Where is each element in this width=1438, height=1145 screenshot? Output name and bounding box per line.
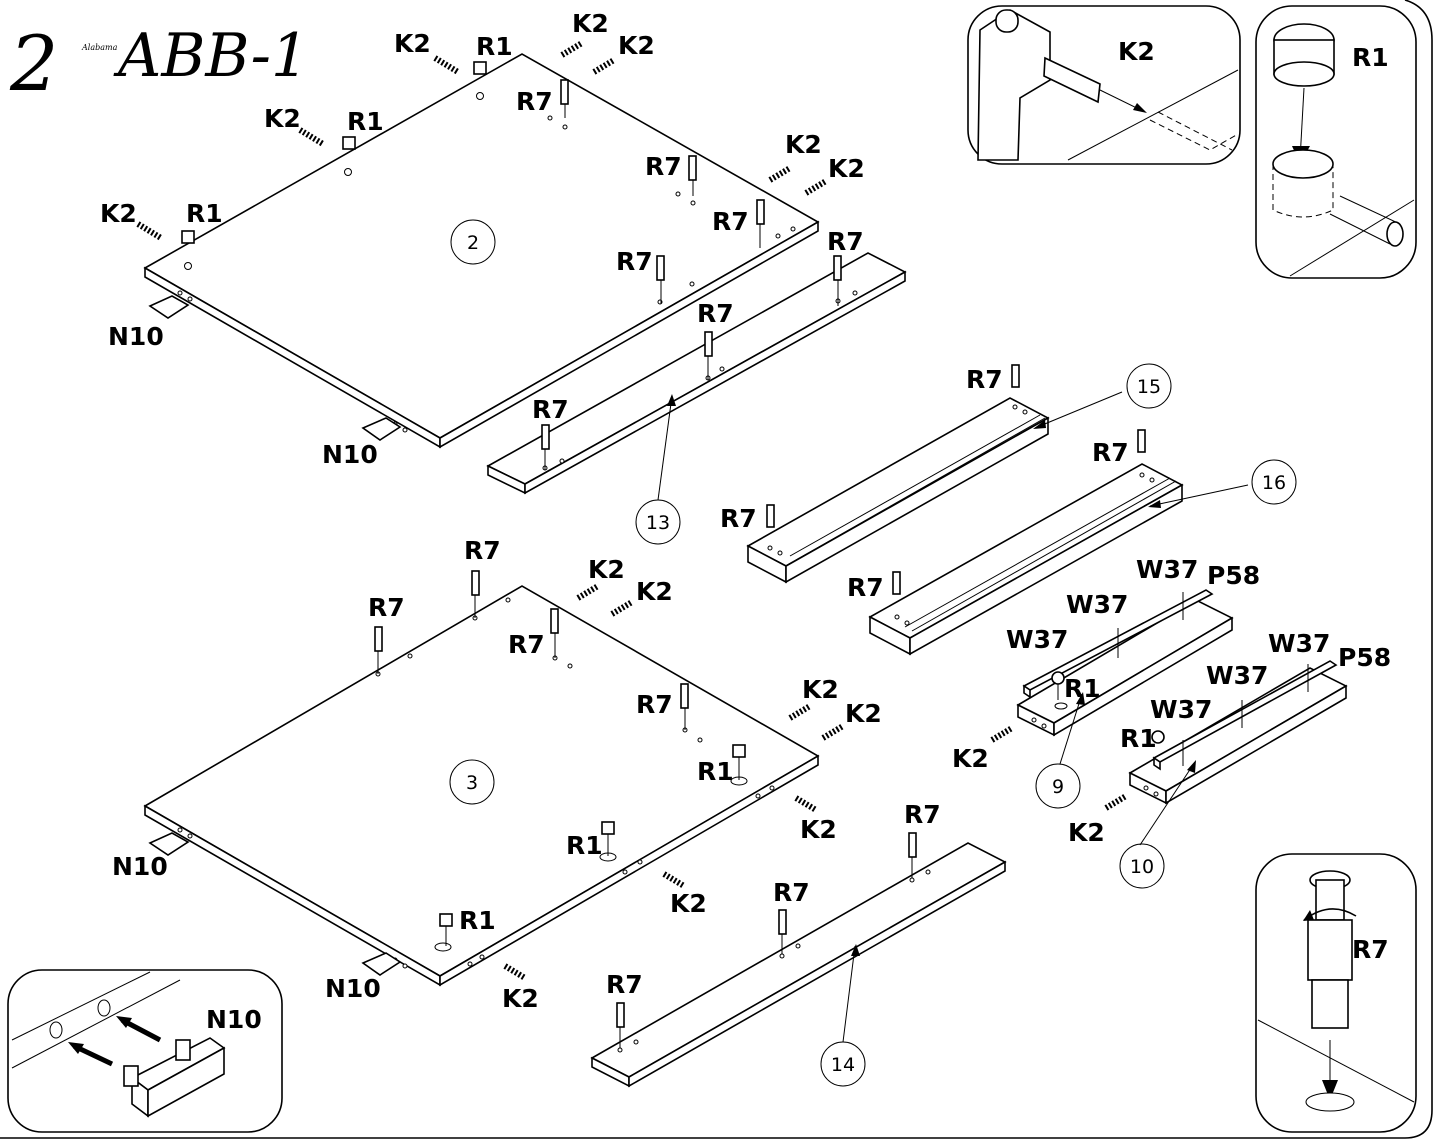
label-r7: R7 [1092, 438, 1129, 467]
r1-cams-panel-2 [181, 61, 487, 244]
part-number-15: 15 [1137, 376, 1161, 398]
label-k2: K2 [394, 29, 431, 58]
inset-r1-detail: R1 [1255, 5, 1417, 279]
inset-r1-label: R1 [1352, 43, 1389, 72]
inset-n10-detail: N10 [7, 969, 283, 1133]
label-k2: K2 [952, 744, 989, 773]
label-w37: W37 [1006, 625, 1068, 654]
label-k2: K2 [785, 130, 822, 159]
step-number: 2 [9, 19, 58, 108]
rail-14: 14 R7 R7 R7 [590, 800, 1007, 1088]
label-k2: K2 [1068, 818, 1105, 847]
label-r7: R7 [368, 593, 405, 622]
label-k2: K2 [802, 675, 839, 704]
label-r1: R1 [1120, 724, 1157, 753]
label-w37: W37 [1136, 555, 1198, 584]
part-number-13: 13 [646, 512, 670, 534]
rail-15: 15 R7 R7 [720, 363, 1172, 584]
part-number-16: 16 [1262, 472, 1286, 494]
label-k2: K2 [670, 889, 707, 918]
label-r7: R7 [773, 878, 810, 907]
n10-feet-panel-2 [148, 295, 402, 441]
panel-2: 2 [143, 53, 820, 449]
label-r7: R7 [827, 227, 864, 256]
label-r1: R1 [347, 107, 384, 136]
part-number-2: 2 [467, 232, 479, 254]
panel-3: 3 [143, 585, 820, 987]
label-k2: K2 [502, 984, 539, 1013]
part-number-14: 14 [831, 1054, 855, 1076]
label-r1: R1 [476, 32, 513, 61]
step-title: 2 Alabama ABB-1 [9, 19, 309, 108]
inset-r7-detail: R7 [1255, 853, 1417, 1133]
label-k2: K2 [828, 154, 865, 183]
label-k2: K2 [800, 815, 837, 844]
label-r7: R7 [636, 690, 673, 719]
label-n10: N10 [112, 852, 168, 881]
label-w37: W37 [1150, 695, 1212, 724]
r7-dowels-panel-2 [560, 79, 765, 304]
label-p58: P58 [1207, 561, 1260, 590]
label-r1: R1 [697, 757, 734, 786]
inset-k2-detail: K2 [967, 5, 1241, 165]
inset-r7-label: R7 [1352, 935, 1389, 964]
k2-bolts-panel-2 [136, 40, 828, 241]
hardware-panel-3 [148, 570, 845, 981]
label-w37: W37 [1206, 661, 1268, 690]
label-p58: P58 [1338, 643, 1391, 672]
inset-k2-label: K2 [1118, 37, 1155, 66]
label-r7: R7 [904, 800, 941, 829]
part-number-10: 10 [1130, 856, 1154, 878]
label-r7: R7 [616, 247, 653, 276]
label-k2: K2 [636, 577, 673, 606]
part-number-9: 9 [1052, 776, 1064, 798]
model-code: ABB-1 [113, 21, 309, 91]
label-r7: R7 [516, 87, 553, 116]
label-r7: R7 [720, 504, 757, 533]
drawer-rail-9: 9 W37 P58 W37 W37 R1 K2 [952, 555, 1260, 809]
label-r1: R1 [566, 831, 603, 860]
inset-n10-label: N10 [206, 1005, 262, 1034]
part-number-3: 3 [466, 772, 478, 794]
label-k2: K2 [572, 9, 609, 38]
label-r1: R1 [459, 906, 496, 935]
labels-panel-2: K2 R1 K2 K2 R7 K2 R1 K2 R1 R7 K2 K2 R7 R… [100, 9, 865, 469]
drawer-rail-10: 10 W37 P58 W37 W37 R1 K2 [1068, 629, 1391, 889]
label-k2: K2 [618, 31, 655, 60]
label-k2: K2 [588, 555, 625, 584]
label-n10: N10 [108, 322, 164, 351]
label-k2: K2 [100, 199, 137, 228]
label-r7: R7 [464, 536, 501, 565]
label-r1: R1 [1064, 674, 1101, 703]
label-r7: R7 [606, 970, 643, 999]
label-r7: R7 [645, 152, 682, 181]
product-name: Alabama [81, 43, 118, 52]
rail-16: 16 R7 R7 [847, 429, 1297, 656]
label-w37: W37 [1268, 629, 1330, 658]
label-r1: R1 [186, 199, 223, 228]
label-r7: R7 [532, 395, 569, 424]
label-n10: N10 [322, 440, 378, 469]
label-k2: K2 [845, 699, 882, 728]
label-r7: R7 [508, 630, 545, 659]
rail-13: 13 R7 R7 R7 [486, 227, 907, 545]
label-n10: N10 [325, 974, 381, 1003]
label-r7: R7 [966, 365, 1003, 394]
labels-panel-3: R7 R7 K2 K2 R7 R7 K2 K2 R1 K2 R1 K2 R1 N… [112, 536, 882, 1013]
label-k2: K2 [264, 104, 301, 133]
label-r7: R7 [697, 299, 734, 328]
label-r7: R7 [712, 207, 749, 236]
label-w37: W37 [1066, 590, 1128, 619]
label-r7: R7 [847, 573, 884, 602]
